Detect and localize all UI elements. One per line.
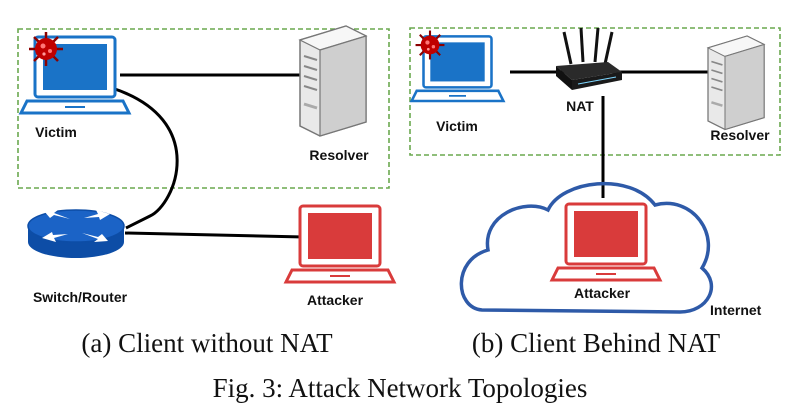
- attacker-label-a: Attacker: [307, 292, 364, 308]
- attacker-label-b: Attacker: [574, 285, 631, 301]
- switch-attacker-link-a: [124, 231, 305, 239]
- resolver-server-icon: [298, 24, 368, 138]
- victim-label-b: Victim: [436, 118, 478, 134]
- internet-cloud-icon: [459, 181, 714, 314]
- figure-caption: Fig. 3: Attack Network Topologies: [213, 373, 588, 403]
- caption-b: (b) Client Behind NAT: [472, 328, 721, 358]
- trusted-network-box-a: [17, 28, 390, 189]
- trusted-network-box-b: [409, 27, 781, 156]
- victim-switch-link-a: [111, 86, 179, 230]
- attacker-laptop-icon: [284, 204, 396, 284]
- malware-virus-icon: [414, 29, 446, 61]
- switch-router-icon: [27, 209, 125, 258]
- internet-label: Internet: [710, 302, 762, 318]
- resolver-label-a: Resolver: [309, 147, 369, 163]
- switch-router-label: Switch/Router: [33, 289, 128, 305]
- nat-label: NAT: [566, 98, 594, 114]
- resolver-server-icon: [706, 34, 766, 131]
- attacker-laptop-icon: [550, 202, 662, 282]
- victim-label-a: Victim: [35, 124, 77, 140]
- resolver-label-b: Resolver: [710, 127, 770, 143]
- nat-wifi-router-icon: [556, 27, 622, 90]
- malware-virus-icon: [27, 30, 65, 68]
- caption-a: (a) Client without NAT: [81, 328, 333, 358]
